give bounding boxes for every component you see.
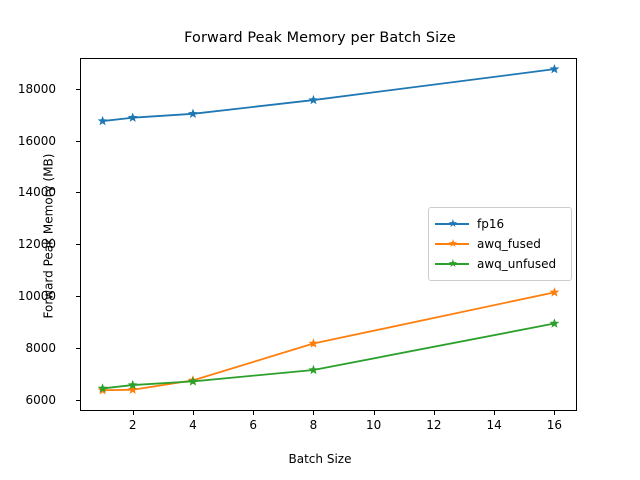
x-tick-mark (313, 411, 315, 415)
y-tick-label: 6000 (25, 393, 56, 408)
series-line (101, 291, 556, 392)
y-tick-mark (76, 400, 80, 402)
series-fp16 (97, 63, 560, 126)
y-tick-mark (76, 348, 80, 350)
data-point-marker (308, 94, 319, 105)
data-point-marker (308, 364, 319, 375)
legend-item-awq_unfused[interactable]: ★ awq_unfused (435, 254, 563, 274)
legend-label: awq_unfused (477, 257, 557, 271)
y-tick-mark (76, 296, 80, 298)
series-line (101, 68, 556, 122)
y-tick-mark (76, 244, 80, 246)
data-point-marker (97, 115, 108, 126)
data-point-marker (127, 384, 138, 394)
legend-item-awq_fused[interactable]: ★ awq_fused (435, 234, 563, 254)
y-tick-mark (76, 192, 80, 194)
series-line (101, 322, 556, 390)
star-icon: ★ (448, 257, 458, 270)
data-point-marker (127, 379, 138, 390)
legend[interactable]: ★ fp16 ★ awq_fused ★ awq_unfused (428, 207, 572, 281)
x-tick-label: 4 (189, 418, 197, 432)
x-tick-mark (373, 411, 375, 415)
x-tick-label: 16 (546, 418, 563, 432)
x-tick-mark (433, 411, 435, 415)
x-tick-label: 2 (128, 418, 137, 432)
y-tick-label: 16000 (17, 133, 56, 148)
x-tick-label: 6 (249, 418, 257, 432)
x-tick-label: 8 (309, 418, 318, 432)
x-tick-label: 14 (486, 418, 502, 432)
chart-title: Forward Peak Memory per Batch Size (184, 30, 456, 46)
series-awq_fused (97, 287, 560, 395)
y-tick-label: 8000 (25, 341, 56, 356)
y-tick-label: 14000 (17, 185, 56, 200)
x-tick-mark (253, 411, 255, 415)
data-point-marker (97, 383, 108, 393)
legend-line-swatch: ★ (435, 238, 469, 249)
x-tick-mark (192, 411, 194, 415)
data-point-marker (308, 338, 319, 348)
data-point-marker (188, 108, 198, 119)
y-tick-mark (76, 140, 80, 142)
data-point-marker (549, 63, 560, 74)
legend-line-swatch: ★ (435, 258, 469, 269)
x-tick-label: 10 (366, 418, 382, 432)
data-point-marker (188, 376, 198, 386)
x-tick-mark (494, 411, 496, 415)
x-tick-label: 12 (426, 418, 442, 432)
legend-label: awq_fused (477, 237, 541, 251)
y-tick-label: 12000 (17, 237, 56, 252)
legend-line-swatch: ★ (435, 218, 469, 229)
star-icon: ★ (448, 237, 458, 250)
legend-label: fp16 (477, 217, 505, 231)
data-point-marker (549, 287, 560, 297)
x-tick-mark (554, 411, 556, 415)
x-axis-label: Batch Size (288, 452, 352, 466)
series-awq_unfused (97, 318, 560, 393)
y-tick-mark (76, 88, 80, 90)
x-tick-mark (132, 411, 134, 415)
y-tick-label: 18000 (17, 81, 56, 96)
data-point-marker (549, 318, 560, 328)
star-icon: ★ (448, 217, 458, 230)
legend-item-fp16[interactable]: ★ fp16 (435, 214, 563, 234)
y-tick-label: 10000 (17, 289, 56, 304)
data-point-marker (127, 112, 138, 122)
